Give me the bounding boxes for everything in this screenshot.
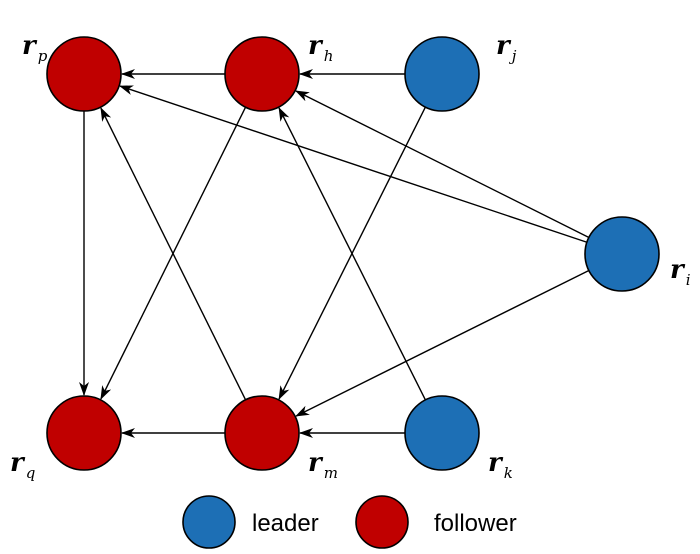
node-p (46, 36, 122, 112)
node-q (46, 395, 122, 471)
edge-i-to-p (119, 85, 588, 243)
legend-leader-label: leader (252, 510, 319, 537)
node-m (224, 395, 300, 471)
edge-k-to-h (278, 107, 427, 401)
node-j (404, 36, 480, 112)
node-k (404, 395, 480, 471)
node-h (224, 36, 300, 112)
legend-follower-label: follower (434, 510, 517, 537)
edge-i-to-h (295, 90, 590, 239)
edge-i-to-m (295, 269, 590, 417)
edges-layer (79, 69, 590, 438)
legend: leader follower (182, 495, 517, 549)
legend-follower-swatch (355, 495, 409, 549)
node-i (584, 216, 660, 292)
legend-leader-swatch (182, 495, 236, 549)
edge-m-to-p (100, 107, 247, 401)
